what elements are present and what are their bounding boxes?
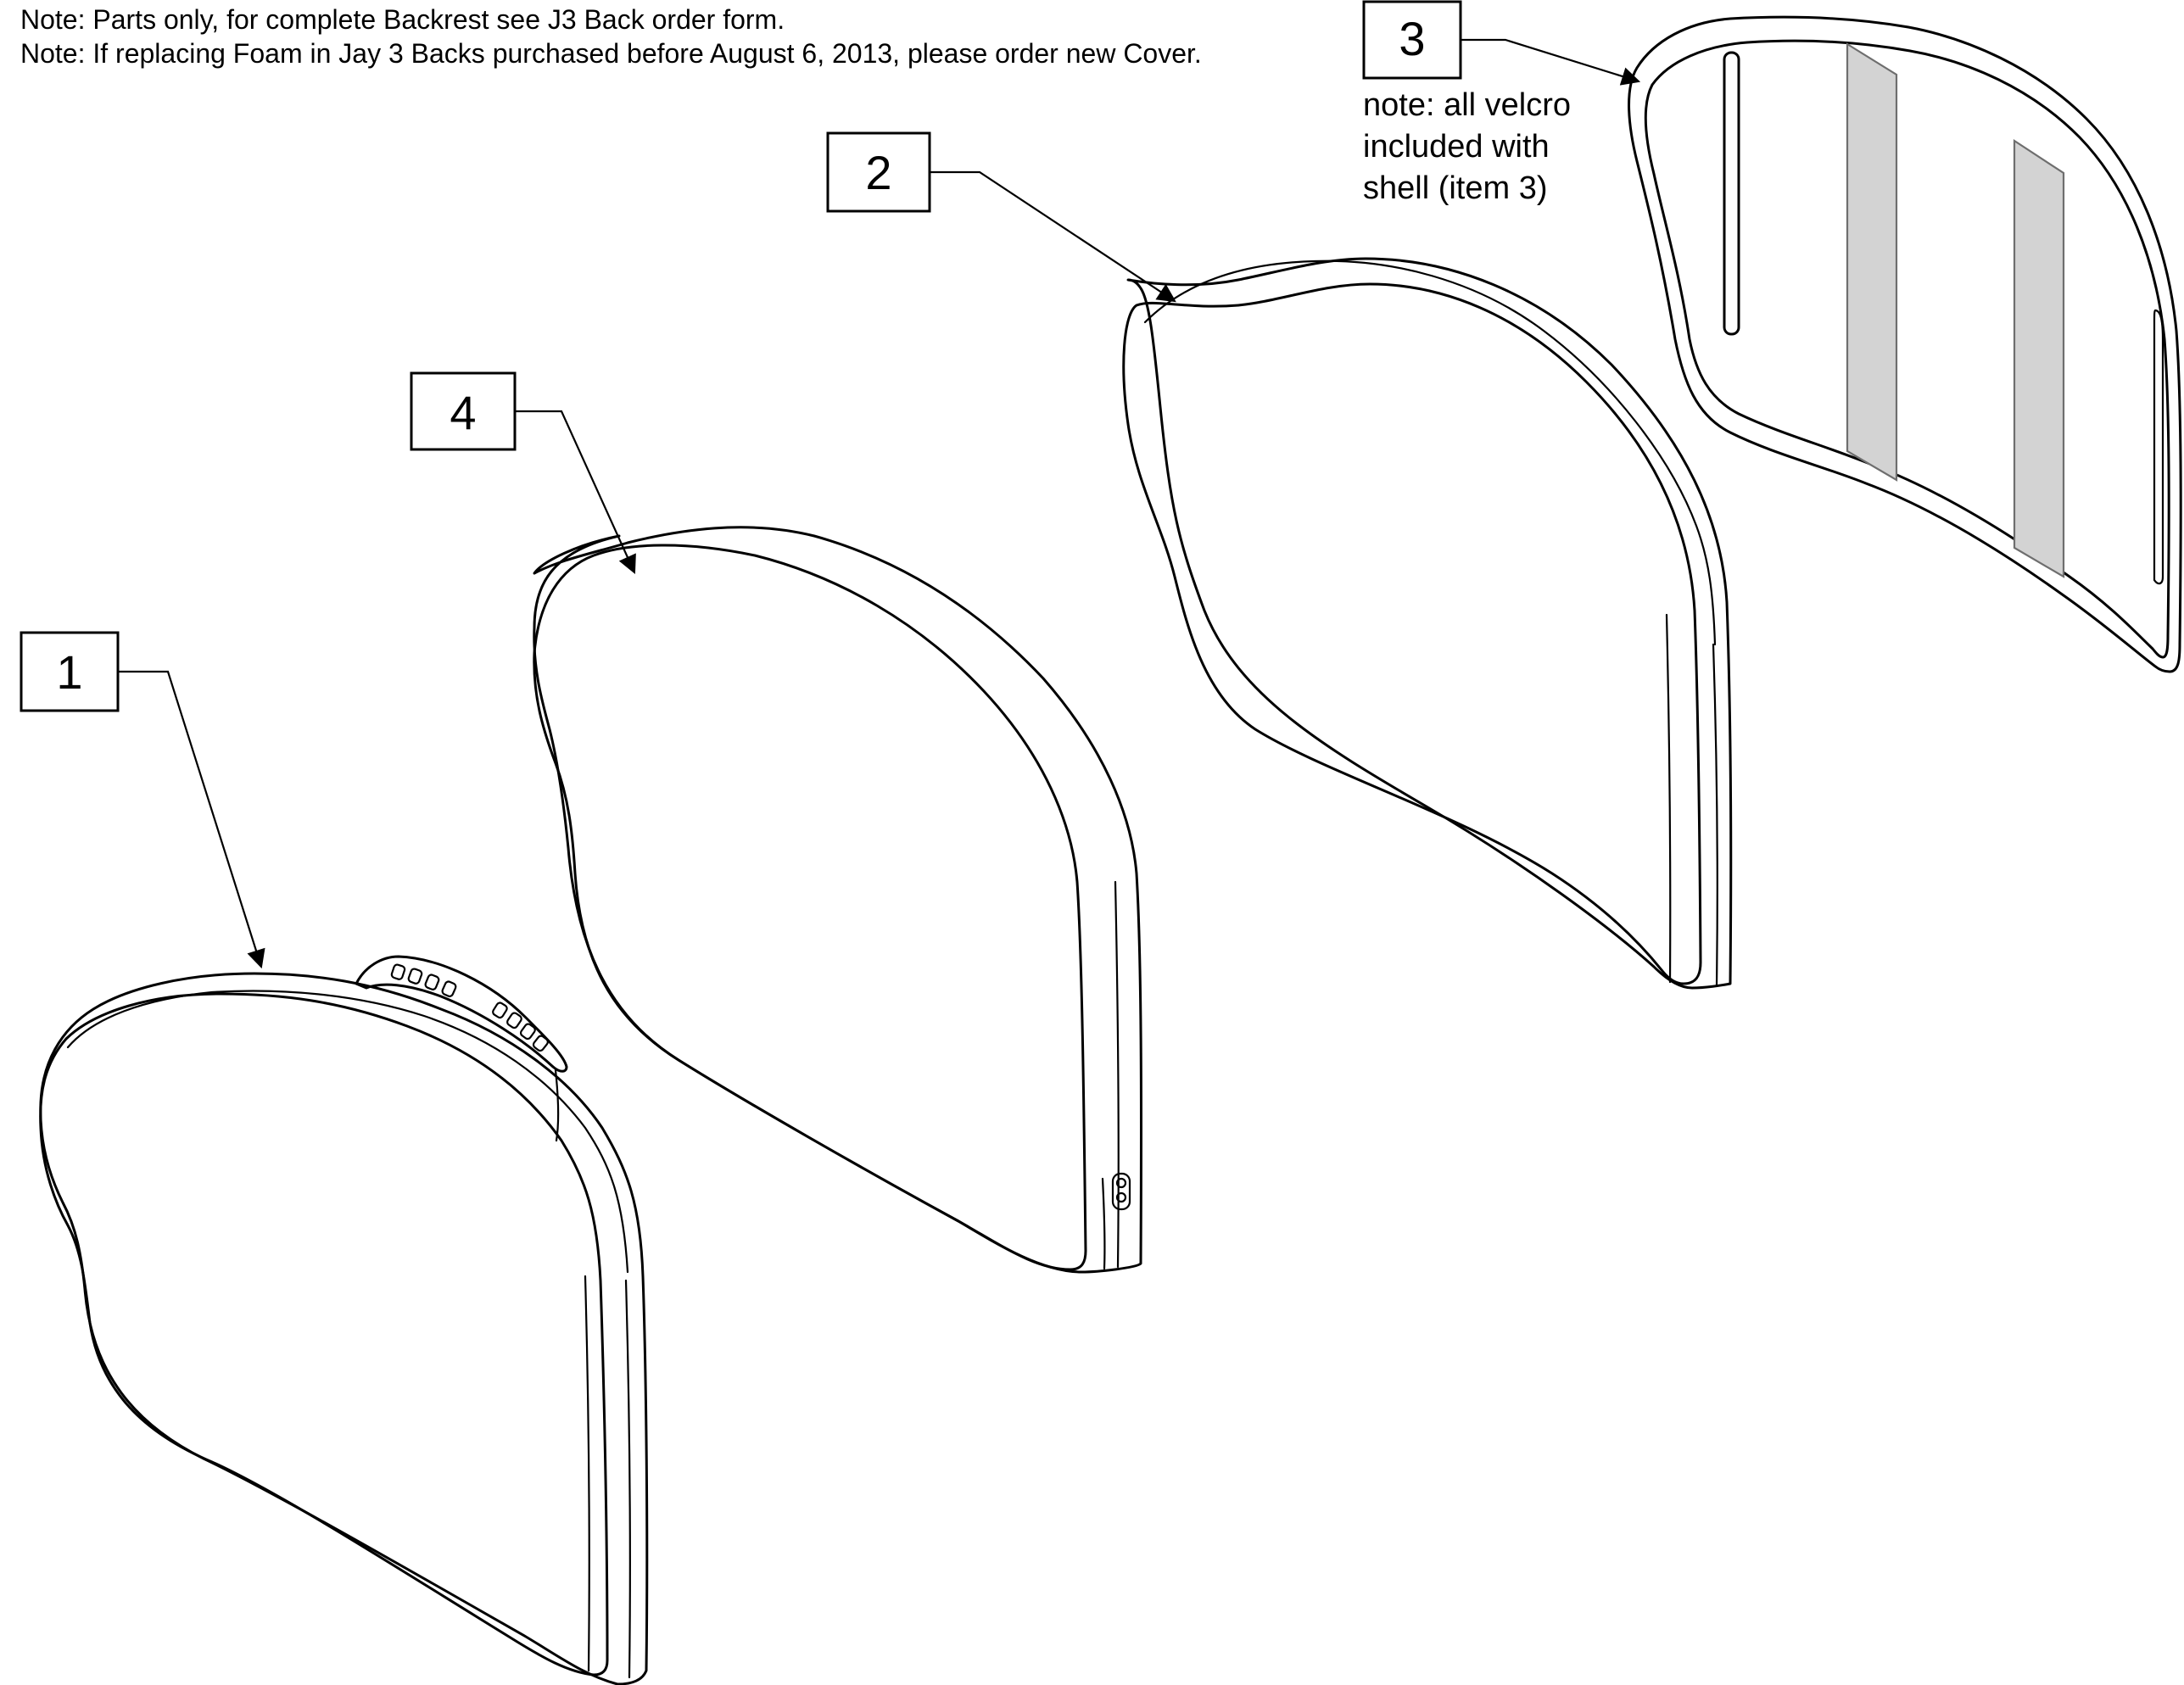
svg-text:included with: included with	[1363, 129, 1550, 165]
part-2-foam-insert	[1122, 257, 1733, 990]
part-1-backrest-cover	[39, 955, 649, 1685]
callout-3: 3	[1362, 0, 1641, 86]
svg-text:4: 4	[450, 386, 476, 439]
handle-slots	[390, 963, 549, 1052]
svg-text:3: 3	[1399, 12, 1425, 65]
svg-text:note: all velcro: note: all velcro	[1363, 87, 1571, 123]
note-replacing-foam: Note: If replacing Foam in Jay 3 Backs p…	[20, 38, 1202, 69]
shell-velcro-note: note: all velcro included with shell (it…	[1363, 87, 1571, 206]
velcro-strip-2	[2013, 138, 2065, 578]
callout-4: 4	[410, 371, 636, 575]
part-4-foam-cover	[533, 526, 1142, 1274]
part-3-shell	[1628, 15, 2182, 673]
zipper-pull	[1111, 1172, 1131, 1211]
svg-text:2: 2	[865, 146, 891, 199]
velcro-strip-1	[1846, 42, 1898, 482]
callout-2: 2	[826, 131, 1176, 303]
callout-1: 1	[20, 631, 265, 969]
svg-text:shell (item 3): shell (item 3)	[1363, 170, 1548, 206]
note-parts-only: Note: Parts only, for complete Backrest …	[20, 4, 785, 35]
svg-text:1: 1	[56, 645, 82, 699]
